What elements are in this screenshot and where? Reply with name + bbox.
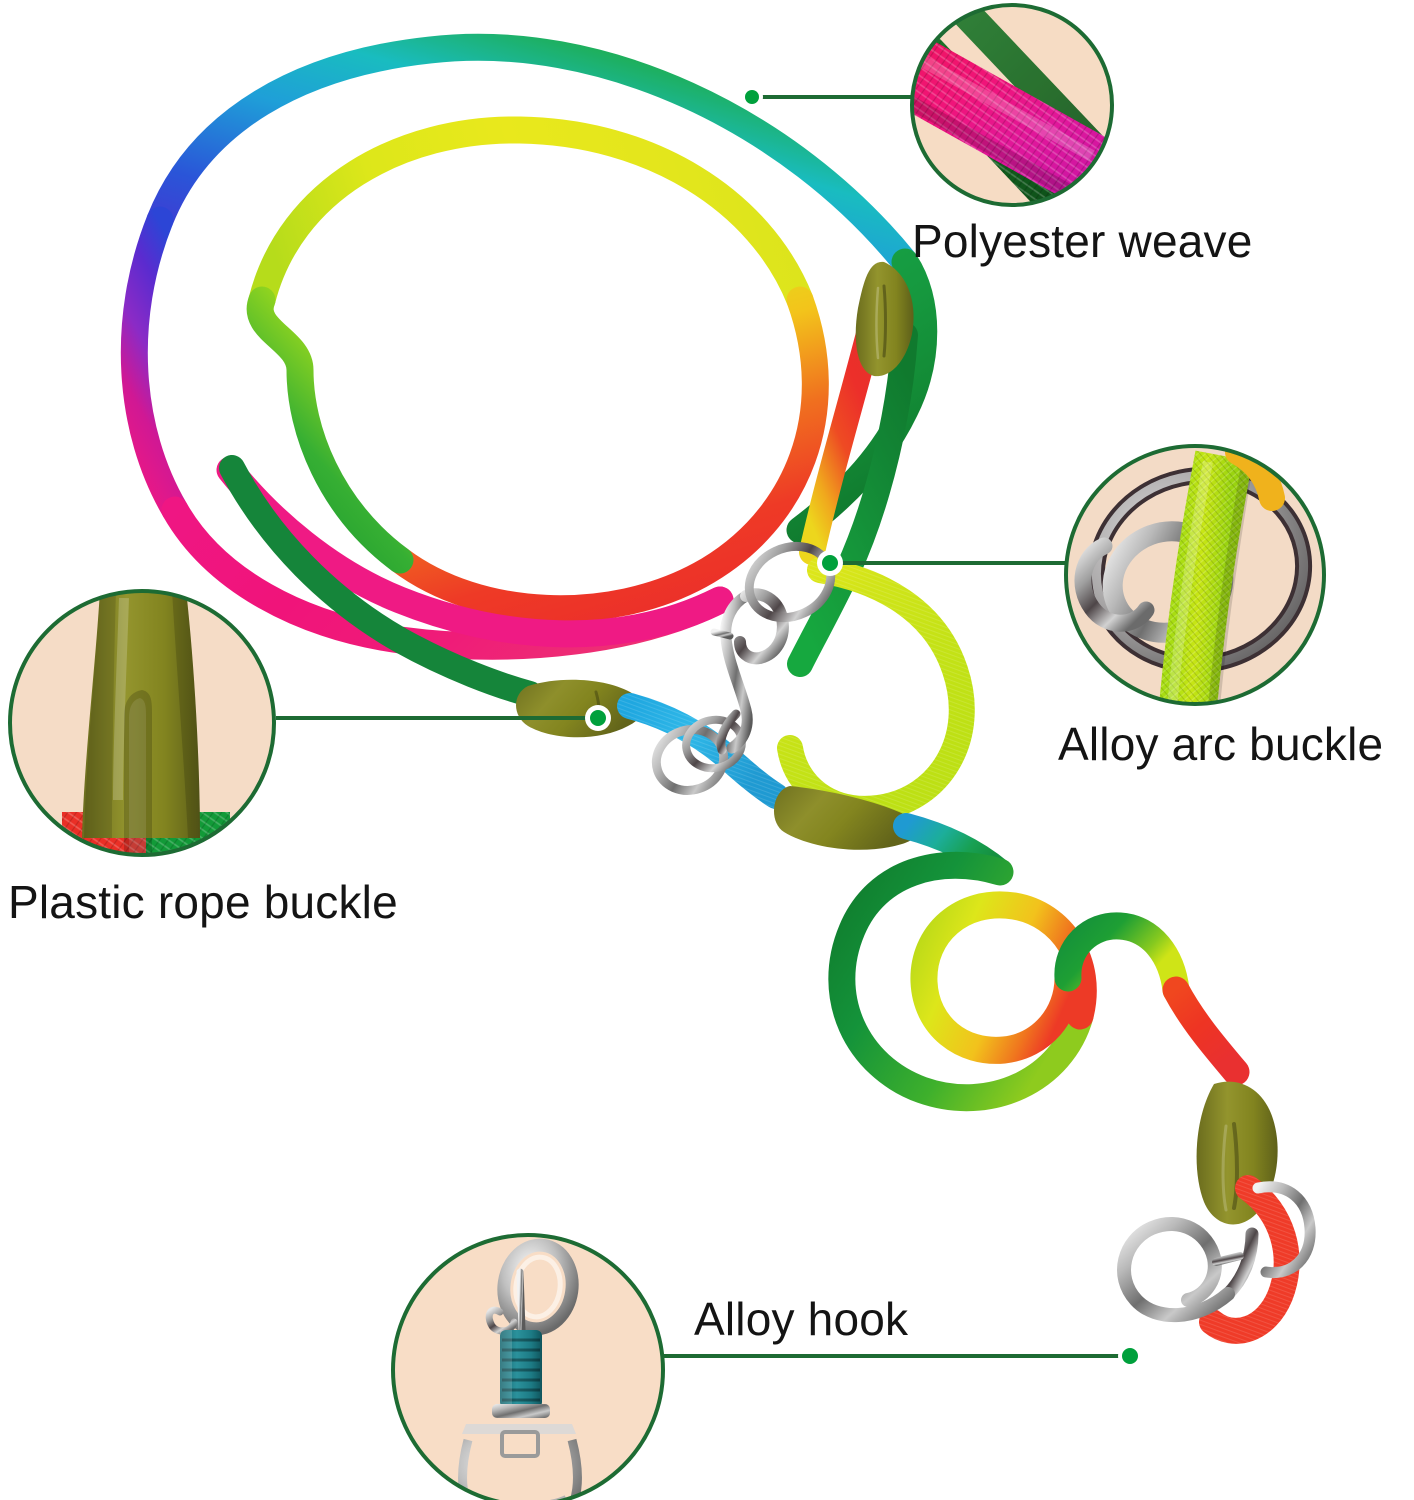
inset-alloy-hook xyxy=(391,1233,665,1500)
label-polyester-weave: Polyester weave xyxy=(912,215,1253,267)
right-stem-green xyxy=(787,322,918,677)
plastic-buckle-upper xyxy=(855,261,914,377)
inner-loop xyxy=(246,116,829,623)
callout-markers xyxy=(585,86,1142,1368)
label-alloy-hook: Alloy hook xyxy=(694,1293,909,1345)
marker-polyester xyxy=(741,86,763,108)
lower-coil xyxy=(828,851,1190,1112)
inset-alloy-arc-buckle xyxy=(1064,444,1326,706)
label-plastic-rope-buckle: Plastic rope buckle xyxy=(8,876,398,928)
inset-plastic-rope-buckle xyxy=(8,589,276,857)
marker-plastic-buckle xyxy=(585,705,611,731)
inset-polyester-weave xyxy=(910,3,1114,207)
center-snap-hook xyxy=(710,588,789,755)
end-alloy-hook xyxy=(1117,1181,1316,1323)
label-alloy-arc-buckle: Alloy arc buckle xyxy=(1058,718,1384,770)
leash-cord-group xyxy=(120,33,1316,1344)
plastic-buckle-center-right xyxy=(773,786,919,850)
marker-arc-buckle xyxy=(817,550,843,576)
marker-alloy-hook xyxy=(1118,1344,1142,1368)
leader-lines xyxy=(276,95,1130,1358)
tail-red-cord xyxy=(1162,976,1250,1086)
green-strand-to-buckle xyxy=(219,455,543,707)
